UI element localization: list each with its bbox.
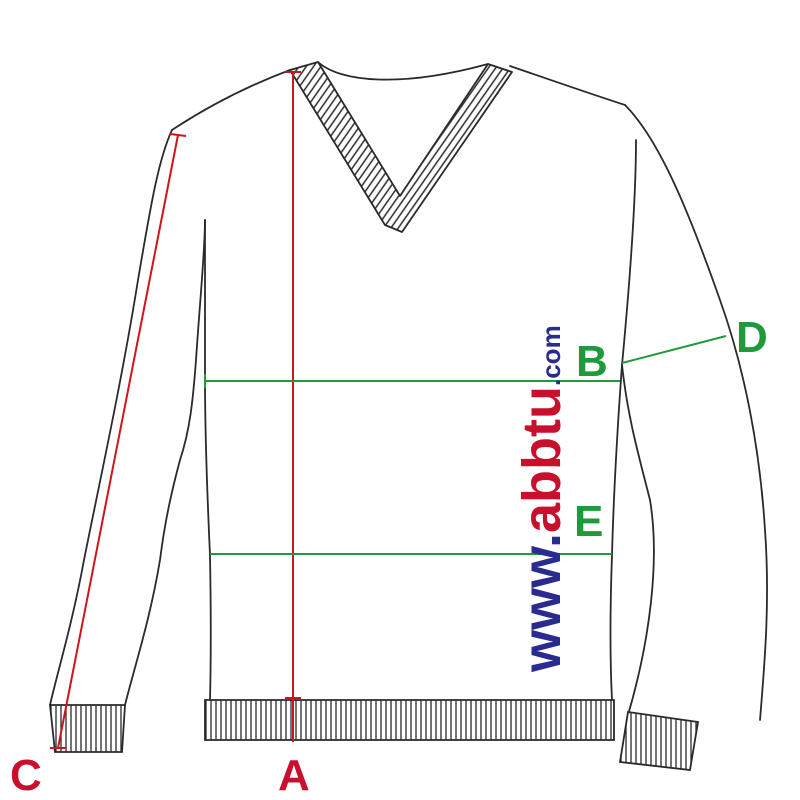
right-body-side <box>609 364 623 701</box>
measure-line-a <box>285 71 301 742</box>
right-sleeve-outer <box>624 104 768 721</box>
right-sleeve-inner <box>621 139 655 716</box>
bottom-hem <box>204 699 615 741</box>
left-body-side <box>204 377 212 701</box>
watermark-abbtu: abbtu <box>512 386 572 533</box>
measure-line-c <box>50 133 187 749</box>
watermark-www: www. <box>512 533 572 673</box>
right-shoulder-line <box>509 65 626 106</box>
sweater-outline <box>49 61 768 721</box>
watermark-com: .com <box>536 325 566 386</box>
label-a: A <box>278 751 310 800</box>
label-e: E <box>574 497 603 546</box>
left-cuff <box>48 704 126 753</box>
label-b: B <box>576 337 608 386</box>
watermark: www.abbtu.com <box>512 325 572 673</box>
label-c: C <box>10 751 42 800</box>
measure-line-d <box>621 335 727 364</box>
left-sleeve-inner <box>124 219 206 706</box>
right-cuff <box>618 710 700 771</box>
left-sleeve-outer <box>49 129 173 706</box>
label-d: D <box>736 313 768 362</box>
left-shoulder-line <box>171 69 291 131</box>
back-neckline <box>317 61 489 81</box>
v-neck-collar <box>289 61 513 233</box>
watermark-text: www.abbtu.com <box>512 325 572 673</box>
measure-line-b <box>204 374 620 388</box>
